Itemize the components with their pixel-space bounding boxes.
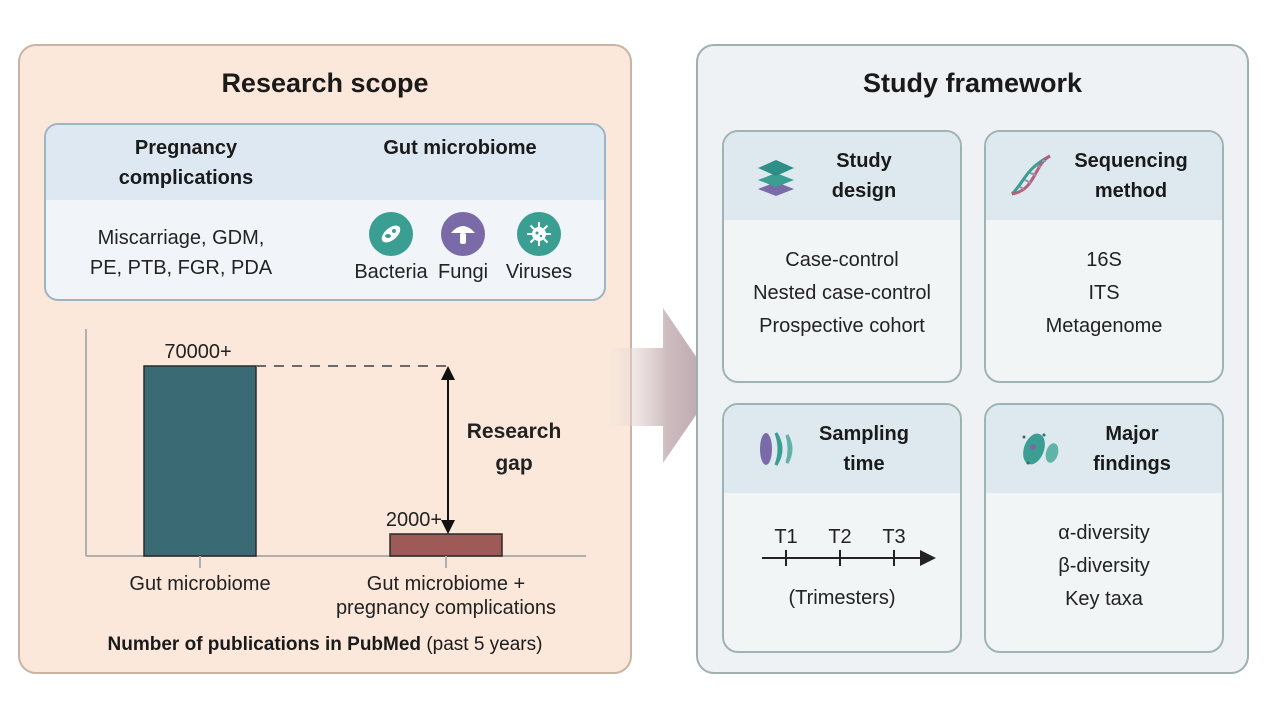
card-item: Case-control <box>785 249 899 271</box>
virus-icon <box>517 212 561 256</box>
card-sequencing-method: Sequencing method 16S ITS Metagenome <box>984 130 1224 383</box>
study-framework-title: Study framework <box>862 68 1083 98</box>
scope-box: Pregnancy complications Gut microbiome M… <box>44 123 606 301</box>
card-item: 16S <box>1086 249 1122 271</box>
card-sampling-time: Sampling time T1 T2 T3 (Trimesters) <box>722 403 962 653</box>
microbe-icon <box>1016 423 1066 478</box>
card-items: α-diversity β-diversity Key taxa <box>986 517 1222 616</box>
research-scope-panel: Research scope Pregnancy complications G… <box>18 44 632 674</box>
card-major-findings: Major findings α-diversity β-diversity K… <box>984 403 1224 653</box>
microbe-bacteria: Bacteria <box>346 212 436 284</box>
research-gap-label: Research <box>467 420 562 443</box>
card-item: β-diversity <box>1058 555 1150 577</box>
timeline-t2: T2 <box>828 526 851 548</box>
card-title: Sampling time <box>804 419 924 479</box>
research-gap-label: gap <box>495 452 532 475</box>
transition-arrow <box>608 308 716 463</box>
title-line-2: time <box>843 453 885 475</box>
caption-bold: Number of publications in PubMed <box>107 634 422 655</box>
data-label-0: 70000+ <box>164 341 231 363</box>
title-line-2: design <box>831 180 897 202</box>
card-study-design: Study design Case-control Nested case-co… <box>722 130 962 383</box>
complications-list: Miscarriage, GDM, PE, PTB, FGR, PDA <box>76 223 286 283</box>
study-framework-panel: Study framework Study design Case-contro… <box>696 44 1249 674</box>
title-line-1: Major <box>1105 423 1159 445</box>
data-label-1: 2000+ <box>386 509 442 531</box>
gap-arrow-head-up <box>441 366 455 380</box>
dna-icon <box>1006 150 1056 205</box>
title-line-1: Sampling <box>818 423 909 445</box>
timeline-icon <box>756 427 800 476</box>
viruses-label: Viruses <box>505 261 573 283</box>
card-items: 16S ITS Metagenome <box>986 244 1222 343</box>
complications-line-2: PE, PTB, FGR, PDA <box>89 257 273 279</box>
title-line-2: findings <box>1093 453 1171 475</box>
bar-1 <box>389 533 503 557</box>
x-tick-label-1: pregnancy complications <box>336 597 556 619</box>
chart-caption: Number of publications in PubMed (past 5… <box>20 634 630 656</box>
card-title: Major findings <box>1072 419 1192 479</box>
complications-line-1: Miscarriage, GDM, <box>97 227 265 249</box>
card-item: α-diversity <box>1058 522 1150 544</box>
title-line-2: method <box>1094 180 1168 202</box>
gut-microbiome-header: Gut microbiome <box>383 137 537 159</box>
title-line-1: Sequencing <box>1074 150 1188 172</box>
card-item: ITS <box>1088 282 1120 304</box>
x-tick-label-1: Gut microbiome + <box>367 573 525 595</box>
caption-normal: (past 5 years) <box>426 634 543 655</box>
timeline-t3: T3 <box>882 526 905 548</box>
gap-arrow-head-down <box>441 520 455 534</box>
title-line-1: Study <box>836 150 892 172</box>
microbe-fungi: Fungi <box>418 212 508 284</box>
card-item: Key taxa <box>1065 588 1143 610</box>
pregnancy-complications-header: Pregnancy complications <box>118 137 254 189</box>
fungi-label: Fungi <box>437 261 489 283</box>
publications-bar-chart: 70000+ Gut microbiome 2000+ Gut microbiome … <box>85 329 586 619</box>
card-title: Study design <box>814 146 914 206</box>
card-item: Nested case-control <box>753 282 931 304</box>
x-tick-label-0: Gut microbiome <box>129 573 270 595</box>
trimester-timeline: T1 T2 T3 <box>762 526 936 566</box>
card-items: Case-control Nested case-control Prospec… <box>724 244 960 343</box>
bar-0 <box>143 365 257 557</box>
mushroom-icon <box>441 212 485 256</box>
bacteria-label: Bacteria <box>354 261 428 283</box>
card-item: Prospective cohort <box>759 315 925 337</box>
bacteria-icon <box>369 212 413 256</box>
layers-icon <box>754 156 798 205</box>
card-item: Metagenome <box>1045 315 1163 337</box>
scope-header <box>46 125 604 200</box>
timeline-note: (Trimesters) <box>788 587 896 609</box>
card-header <box>724 132 960 220</box>
card-title: Sequencing method <box>1056 146 1206 206</box>
research-scope-title: Research scope <box>221 68 429 98</box>
microbe-viruses: Viruses <box>494 212 584 284</box>
timeline-t1: T1 <box>774 526 797 548</box>
